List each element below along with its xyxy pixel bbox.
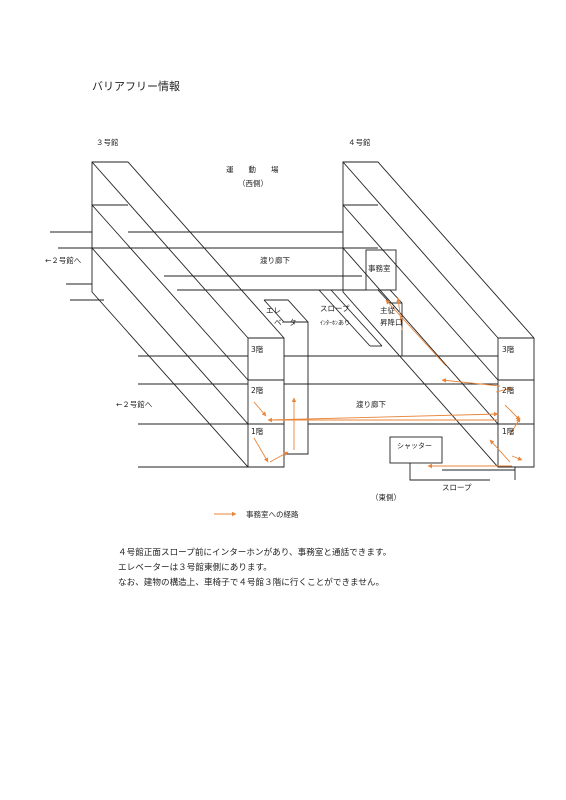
note-line: なお、建物の構造上、車椅子で４号館３階に行くことができません。 bbox=[118, 578, 385, 588]
office-box bbox=[365, 249, 397, 291]
label-shutter: シャッター bbox=[397, 441, 432, 450]
label-west: （西側） bbox=[238, 178, 268, 188]
building4-box bbox=[342, 161, 535, 468]
label-main-entrance-1: 主従 bbox=[380, 305, 395, 315]
label-office: 事務室 bbox=[368, 263, 391, 273]
building3-box bbox=[91, 161, 285, 468]
label-b4-floor3: 3階 bbox=[502, 344, 515, 354]
label-corridor-upper: 渡り廊下 bbox=[260, 255, 290, 265]
label-building4: ４号館 bbox=[348, 137, 371, 147]
label-elevator-1: エレ bbox=[266, 306, 281, 315]
label-slope-east: スロープ bbox=[442, 483, 472, 492]
label-corridor-lower: 渡り廊下 bbox=[356, 399, 386, 409]
legend-label: 事務室への経路 bbox=[246, 509, 299, 519]
label-slope-north: スロープ bbox=[320, 304, 350, 313]
note-line: ４号館正面スロープ前にインターホンがあり、事務室と通話できます。 bbox=[118, 548, 392, 558]
shutter-box bbox=[389, 436, 443, 464]
label-b3-floor2: 2階 bbox=[251, 385, 264, 395]
label-main-entrance-2: 昇降口 bbox=[380, 317, 403, 327]
label-to-building2-upper: ←２号館へ bbox=[45, 255, 82, 265]
label-to-building2-lower: ←２号館へ bbox=[116, 399, 153, 409]
label-b4-floor1: 1階 bbox=[502, 426, 515, 436]
label-ground: 運 動 場 bbox=[226, 164, 279, 174]
label-east: （東側） bbox=[371, 492, 401, 502]
route-arrows bbox=[253, 297, 523, 469]
notes: ４号館正面スロープ前にインターホンがあり、事務室と通話できます。 エレベーターは… bbox=[118, 546, 391, 591]
label-b3-floor1: 1階 bbox=[251, 426, 264, 436]
page-title: バリアフリー情報 bbox=[92, 80, 180, 93]
label-building3: ３号館 bbox=[96, 137, 119, 147]
label-intercom: ｲﾝﾀｰﾎﾝあり bbox=[320, 320, 350, 327]
note-line: エレベーターは３号館東側にあります。 bbox=[118, 563, 272, 573]
label-elevator-2: ベーター bbox=[274, 318, 304, 327]
label-b3-floor3: 3階 bbox=[251, 344, 264, 354]
label-b4-floor2: 2階 bbox=[502, 385, 515, 395]
